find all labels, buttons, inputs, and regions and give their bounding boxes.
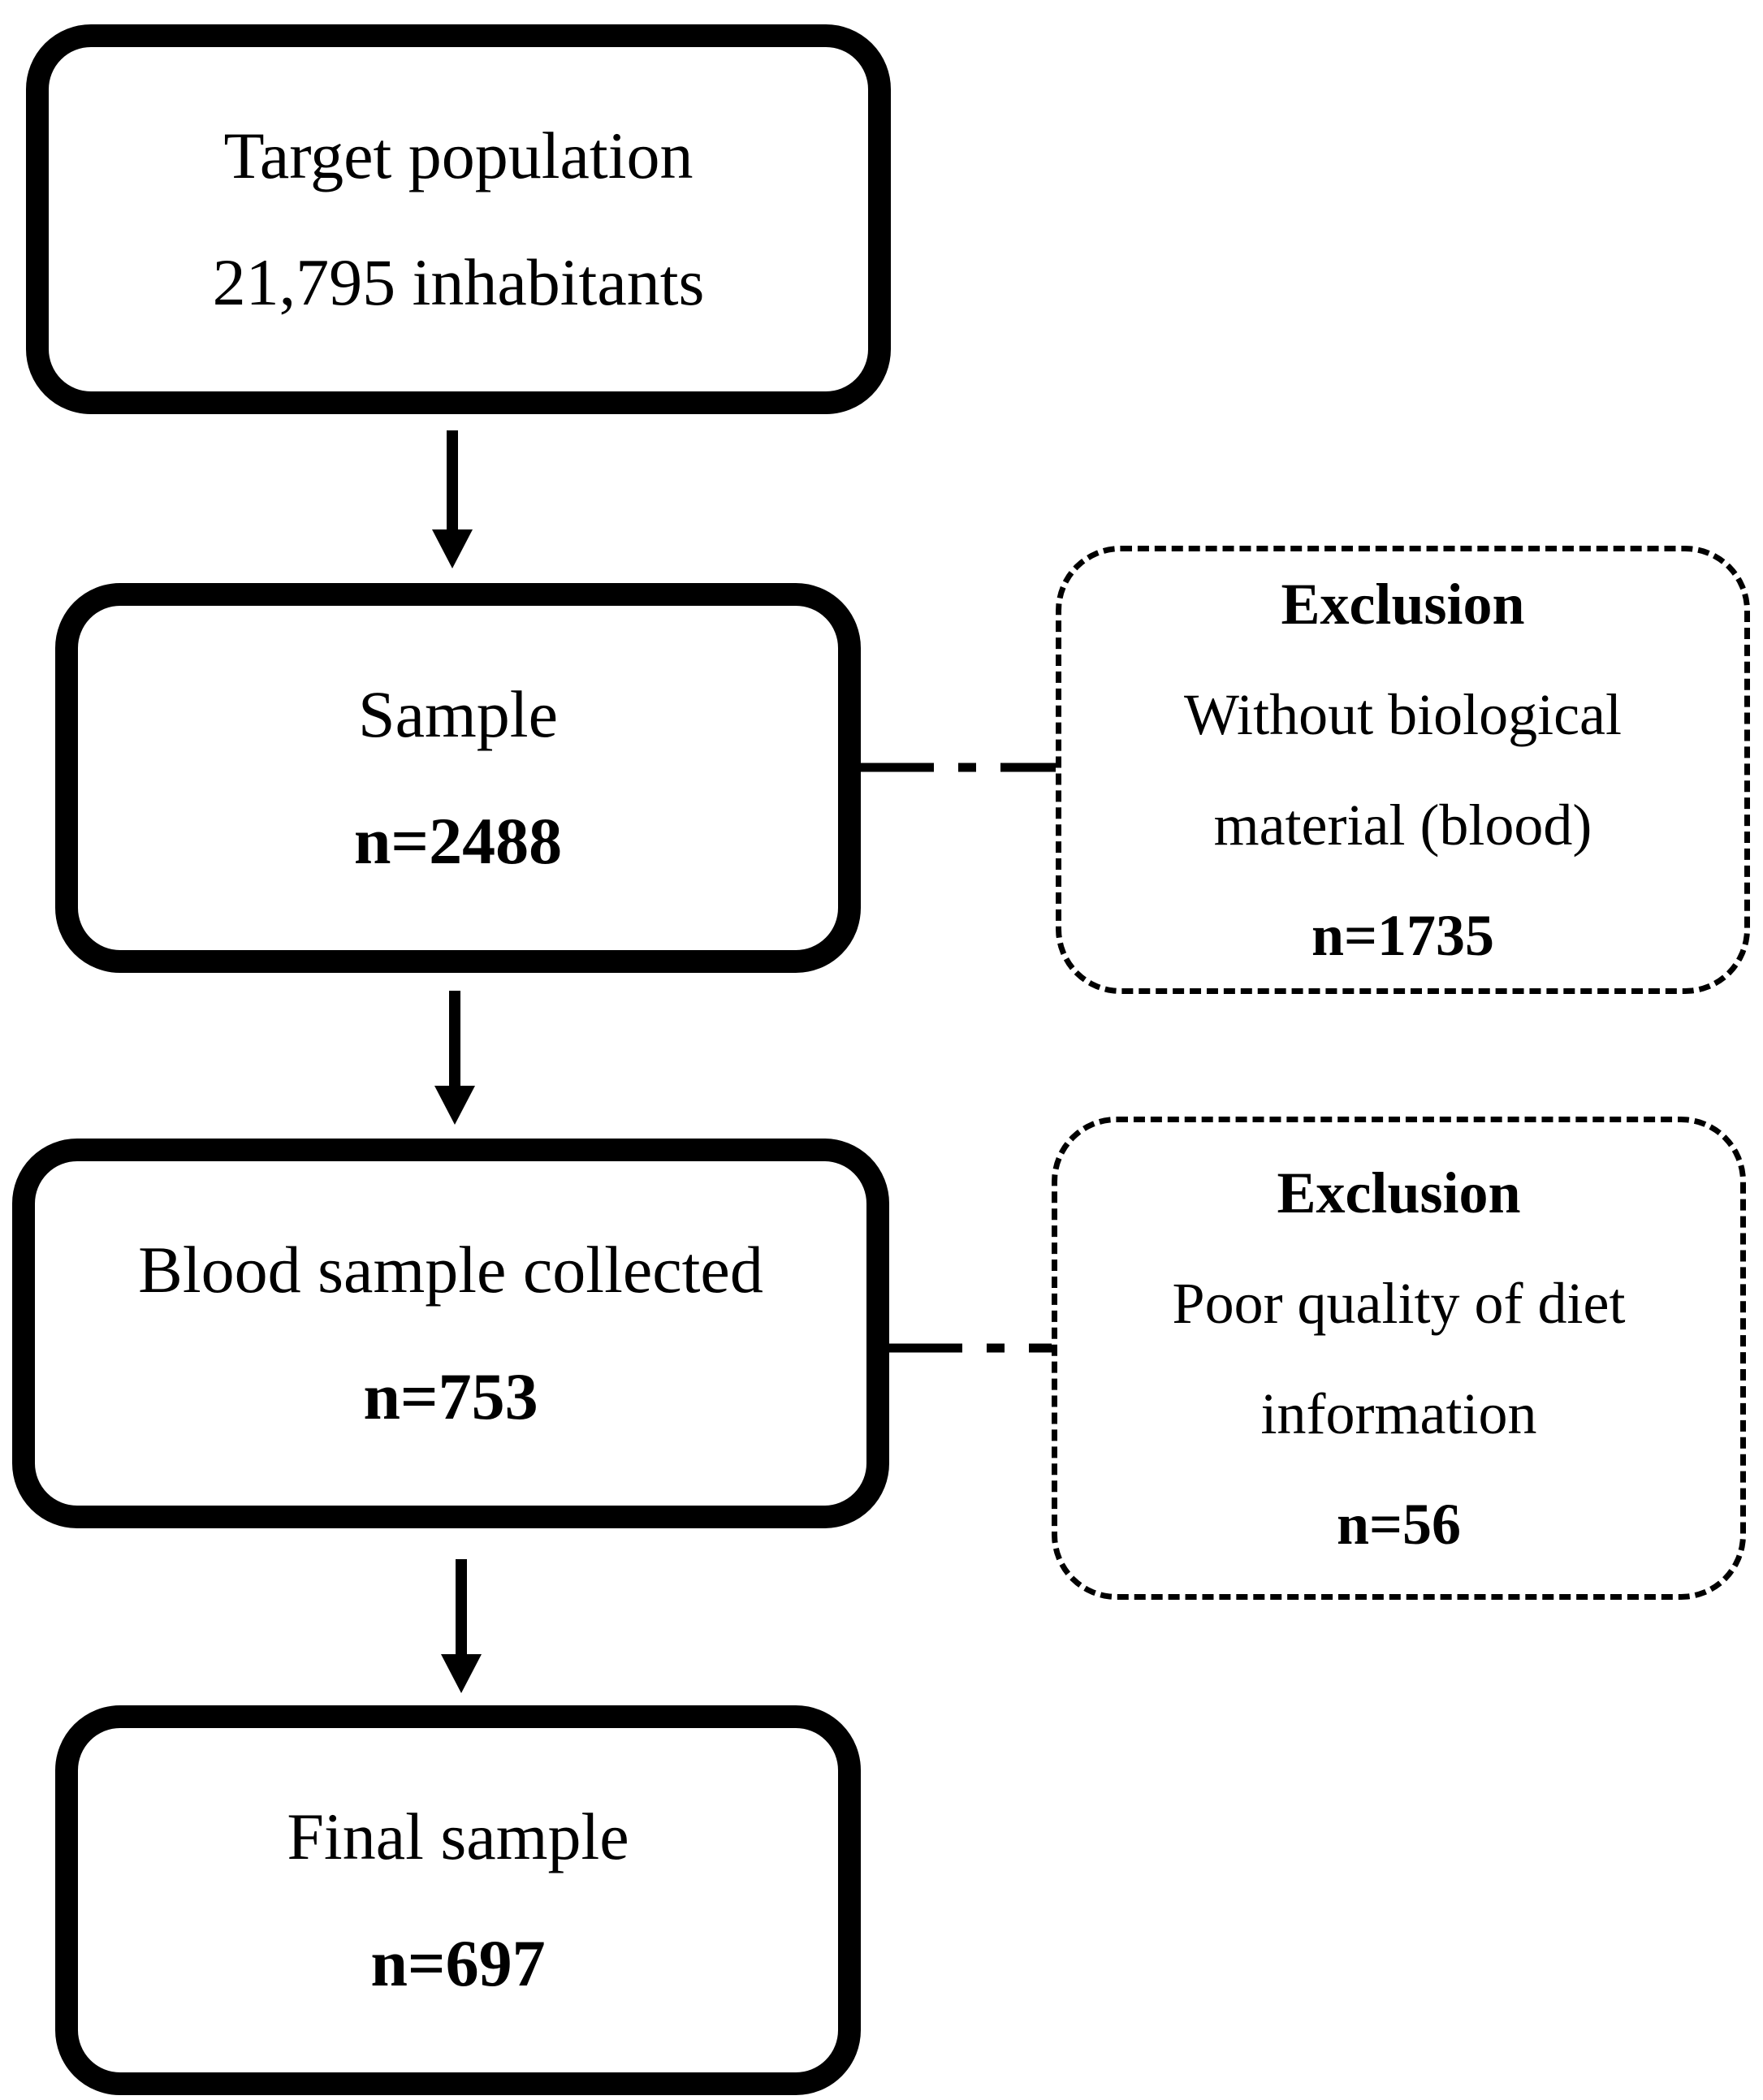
exclusion-1-heading: Exclusion [1281,572,1525,637]
arrow-sample-to-blood [434,991,475,1125]
exclusion-2-count: n=56 [1336,1491,1462,1557]
sample-count: n=2488 [353,804,563,878]
sample-label: Sample [358,677,558,751]
target-population-count: 21,795 inhabitants [212,245,705,319]
exclusion-1-reason-line-1: Without biological [1183,682,1622,747]
exclusion-1-reason-line-2: material (blood) [1213,793,1592,858]
exclusion-2-reason-line-1: Poor quality of diet [1172,1270,1626,1336]
exclusion-2-heading: Exclusion [1277,1160,1521,1225]
blood-sample-box: Blood sample collected n=753 [12,1139,889,1528]
target-population-box: Target population 21,795 inhabitants [26,24,891,414]
final-sample-box: Final sample n=697 [55,1705,861,2095]
target-population-label: Target population [223,119,694,192]
arrow-blood-to-final [441,1559,482,1693]
arrow-target-to-sample [432,430,473,568]
blood-sample-count: n=753 [363,1359,538,1433]
final-sample-count: n=697 [370,1926,546,2000]
blood-sample-label: Blood sample collected [138,1233,763,1307]
final-sample-label: Final sample [287,1800,629,1873]
sample-box: Sample n=2488 [55,583,861,973]
exclusion-1-count: n=1735 [1311,903,1495,968]
exclusion-2-reason-line-2: information [1260,1381,1537,1446]
exclusion-box-1: Exclusion Without biological material (b… [1056,546,1750,994]
exclusion-box-2: Exclusion Poor quality of diet informati… [1052,1117,1746,1600]
